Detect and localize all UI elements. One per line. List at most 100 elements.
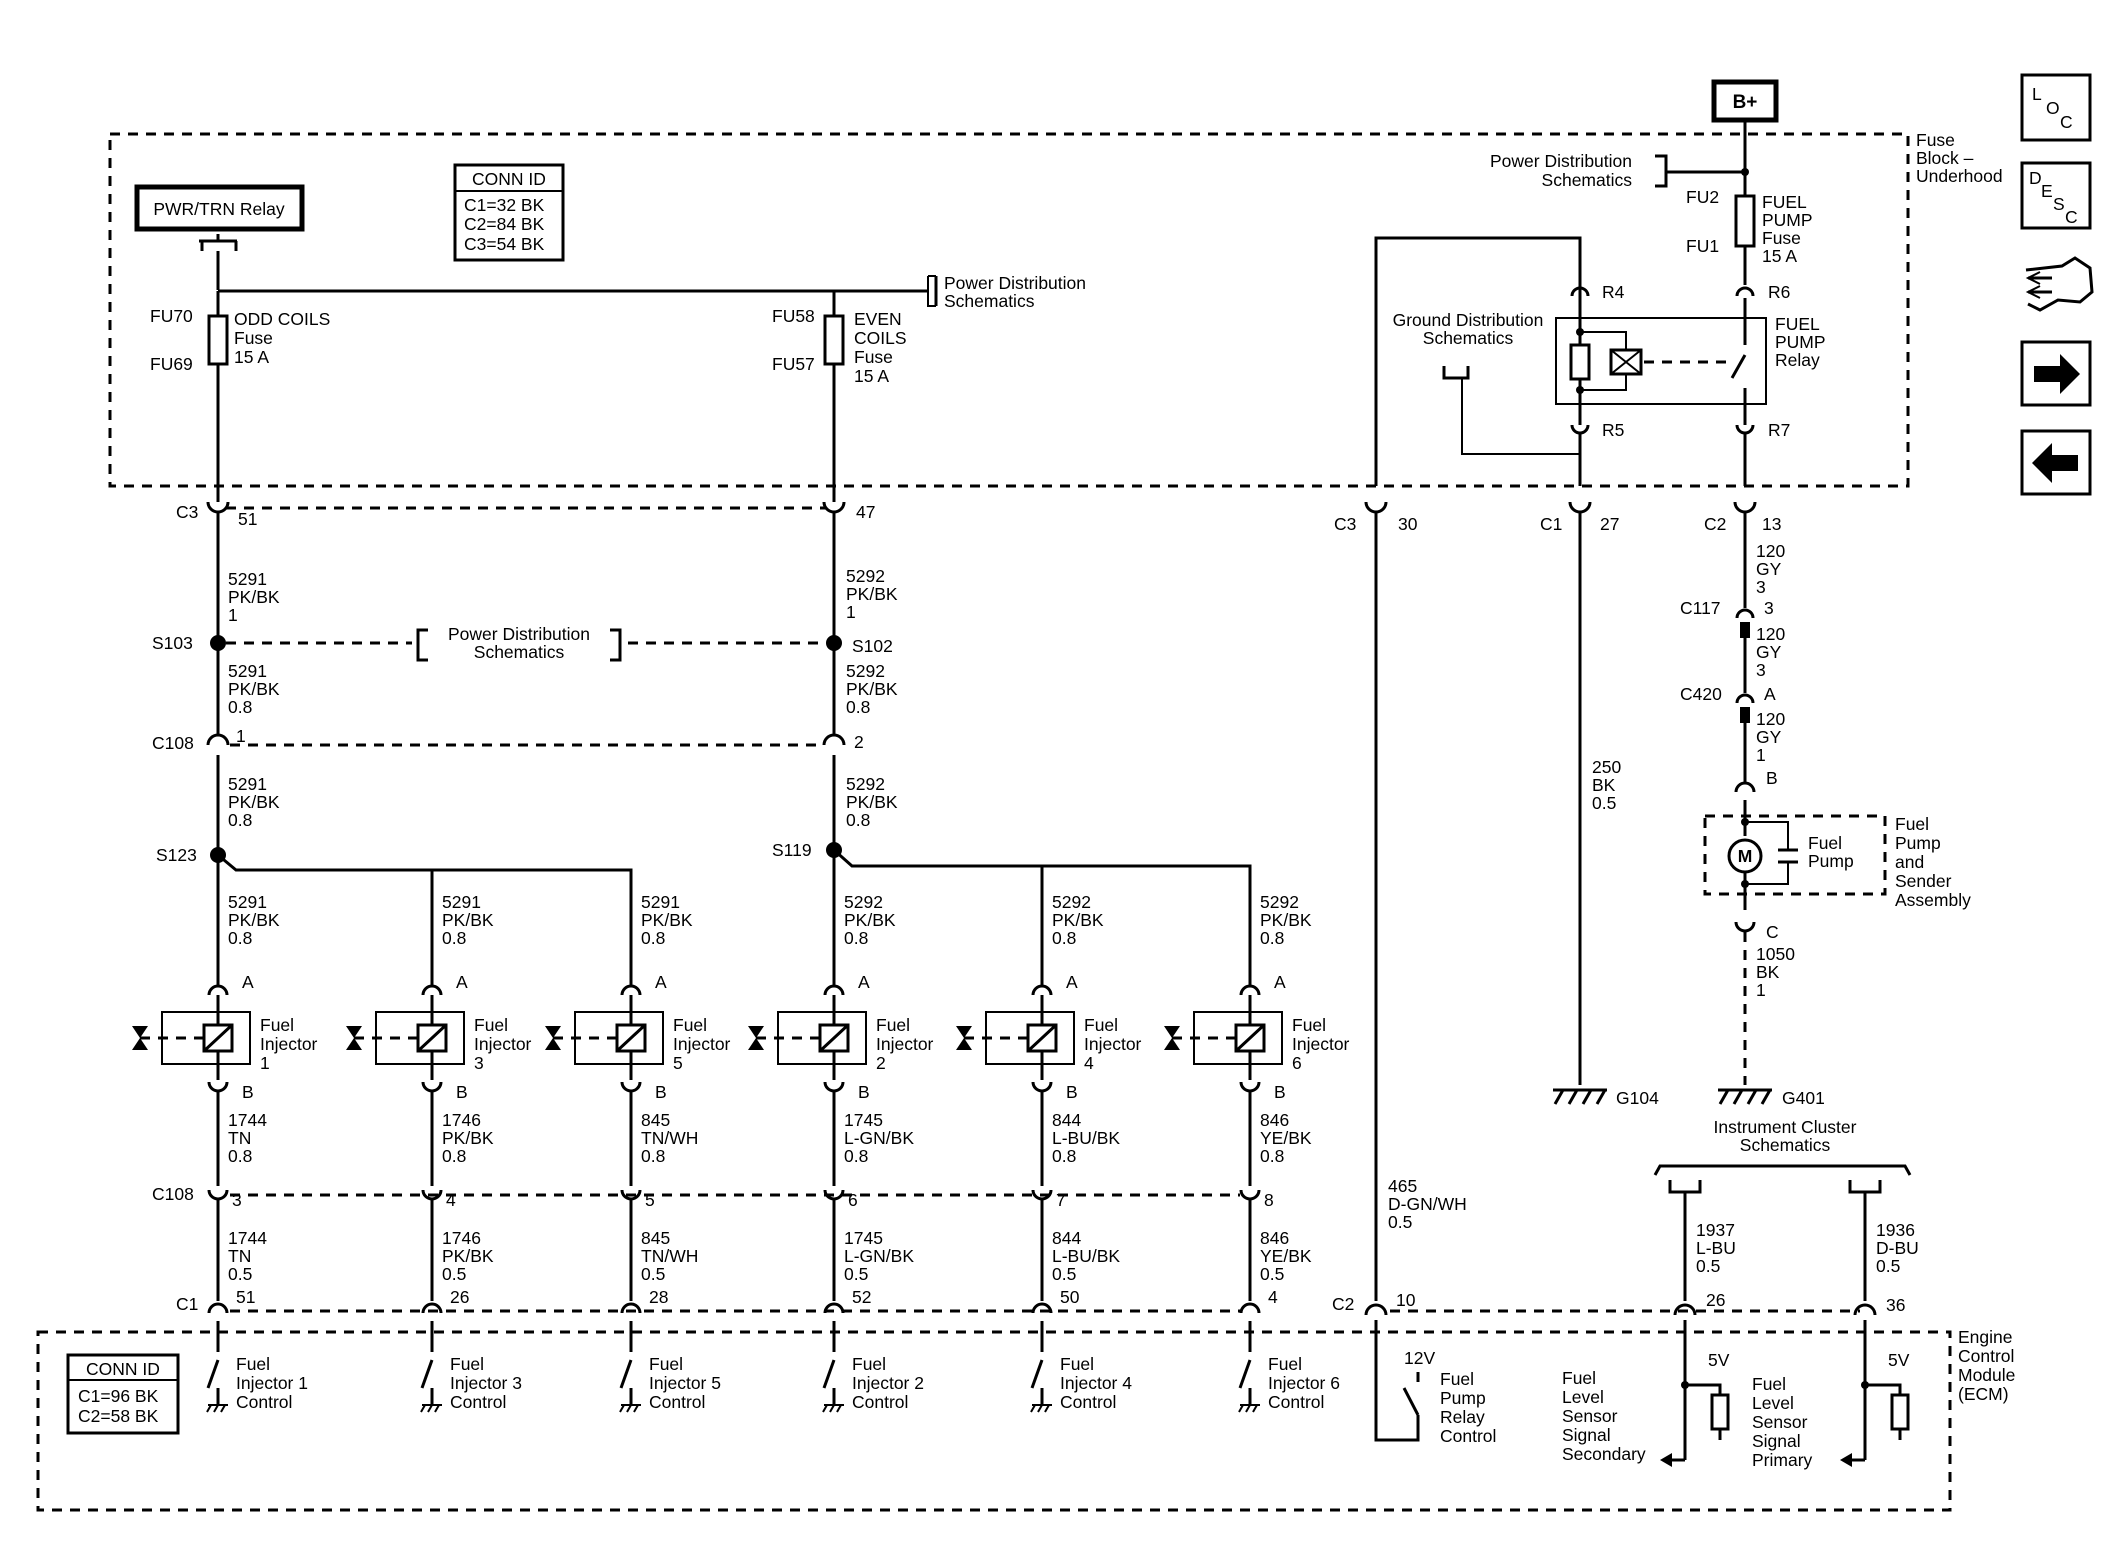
loc-letter-o: O (2046, 98, 2060, 118)
injector-6-pin-a-terminal (1239, 984, 1261, 996)
next-button[interactable] (2020, 340, 2092, 407)
c117-pin-3: 3 (1764, 598, 1774, 618)
w5292-08-f: 0.8 (846, 810, 870, 830)
w5291-08-d: 5291 (228, 774, 267, 794)
injector-5-label-2: Injector (673, 1034, 731, 1054)
injector-3-pin-b-terminal (421, 1081, 443, 1093)
power-dist-right-1: Power Distribution (1490, 151, 1632, 171)
fuel-pump-1: Fuel (1808, 833, 1842, 853)
r4-label: R4 (1602, 282, 1625, 302)
injector-1-upper-color: TN (228, 1128, 251, 1148)
injector-1-control-2: Injector 1 (236, 1373, 308, 1393)
connector-view-button[interactable] (2025, 256, 2094, 312)
injector-2-upper-size: 0.8 (844, 1146, 868, 1166)
fuel-pump-relay-3: Relay (1775, 350, 1820, 370)
injector-3-c108-pin: 4 (446, 1190, 456, 1210)
location-button[interactable]: L O C (2020, 73, 2092, 142)
injector-1-pin-b-terminal (207, 1081, 229, 1093)
injector-5-feed-circuit: 5291 (641, 892, 680, 912)
injector-4-control-2: Injector 4 (1060, 1373, 1132, 1393)
pump-pin-c: C (1766, 922, 1779, 942)
injector-2-valve-icon (748, 1026, 764, 1050)
w1050-a: 1050 (1756, 944, 1795, 964)
injector-1-pin-b: B (242, 1082, 254, 1102)
injector-column-6: 5292PK/BK0.8AFuelInjector6B846YE/BK0.888… (1164, 892, 1350, 1413)
injector-6-pin-b-terminal (1239, 1081, 1261, 1093)
odd-fuse-label-3: 15 A (234, 347, 269, 367)
injector-2-feed-circuit: 5292 (844, 892, 883, 912)
injector-1-control-3: Control (236, 1392, 292, 1412)
c1-pin-27: 27 (1600, 514, 1619, 534)
relay-ctrl-1: Fuel (1440, 1369, 1474, 1389)
v5-primary: 5V (1888, 1350, 1910, 1370)
injector-6-feed-circuit: 5292 (1260, 892, 1299, 912)
injector-3-pin-a-terminal (421, 984, 443, 996)
injector-2-pin-b: B (858, 1082, 870, 1102)
injector-1-c1-terminal (207, 1302, 229, 1314)
injector-2-lower-circuit: 1745 (844, 1228, 883, 1248)
injector-5-driver-switch (619, 1359, 633, 1389)
relay-ctrl-2: Pump (1440, 1388, 1486, 1408)
injector-3-valve-icon (346, 1026, 362, 1050)
injector-5-upper-color: TN/WH (641, 1128, 698, 1148)
injector-1-lower-size: 0.5 (228, 1264, 252, 1284)
fuel-pump-fuse-1: FUEL (1762, 192, 1807, 212)
c3-pin-47: 47 (856, 502, 875, 522)
desc-letter-c: C (2065, 207, 2078, 227)
w5291-08-a: 5291 (228, 661, 267, 681)
injector-3-upper-color: PK/BK (442, 1128, 494, 1148)
w1936-a: 1936 (1876, 1220, 1915, 1240)
injector-1-pin-a-terminal (207, 984, 229, 996)
injector-3-feed-size: 0.8 (442, 928, 466, 948)
fuse-block-underhood: Fuse Block – Underhood (108, 130, 2003, 488)
injector-1-label-2: Injector (260, 1034, 318, 1054)
injector-3-pin-a: A (456, 972, 468, 992)
injector-5-pin-a: A (655, 972, 667, 992)
injector-2-pin-a: A (858, 972, 870, 992)
injector-1-label-1: Fuel (260, 1015, 294, 1035)
connector-hand-icon (2025, 256, 2094, 312)
injector-3-c1-terminal (421, 1302, 443, 1314)
fu69-label: FU69 (150, 354, 193, 374)
loc-letter-c: C (2060, 112, 2073, 132)
injector-3-feed-circuit: 5291 (442, 892, 481, 912)
injector-4-c1-pin: 50 (1060, 1287, 1080, 1307)
injector-6-lower-color: YE/BK (1260, 1246, 1312, 1266)
relay-ctrl-4: Control (1440, 1426, 1496, 1446)
injector-4-pin-a-terminal (1031, 984, 1053, 996)
desc-letter-s: S (2053, 194, 2065, 214)
fuel-pump-feed: 120 GY 3 C117 3 120 GY 3 C420 A 120 GY 1… (1680, 512, 1971, 1108)
injector-4-number: 4 (1084, 1053, 1094, 1073)
c3-right-label: C3 (1334, 514, 1356, 534)
injector-1-feed-size: 0.8 (228, 928, 252, 948)
w120-3a-c: 3 (1756, 577, 1766, 597)
ground-dist-2: Schematics (1423, 328, 1514, 348)
injector-5-pin-b-terminal (620, 1081, 642, 1093)
w120-1-a: 120 (1756, 709, 1785, 729)
even-fuse-label-1: EVEN (854, 309, 902, 329)
w250-a: 250 (1592, 757, 1621, 777)
injector-column-4: 5292PK/BK0.8AFuelInjector4B844L-BU/BK0.8… (956, 892, 1142, 1413)
injector-1-valve-icon (132, 1026, 148, 1050)
injector-3-driver-switch (420, 1359, 434, 1389)
r7-label: R7 (1768, 420, 1790, 440)
injector-2-label-2: Injector (876, 1034, 934, 1054)
secondary-3: Sensor (1562, 1406, 1618, 1426)
c3-pin-51: 51 (238, 509, 257, 529)
injector-3-control-2: Injector 3 (450, 1373, 522, 1393)
previous-button[interactable] (2020, 429, 2092, 496)
primary-5: Primary (1752, 1450, 1813, 1470)
v12-label: 12V (1404, 1348, 1435, 1368)
injector-3-upper-circuit: 1746 (442, 1110, 481, 1130)
injector-6-control-1: Fuel (1268, 1354, 1302, 1374)
w5291-1-b: PK/BK (228, 587, 280, 607)
w1937-b: L-BU (1696, 1238, 1736, 1258)
injector-1-c1-pin: 51 (236, 1287, 255, 1307)
primary-1: Fuel (1752, 1374, 1786, 1394)
injector-5-pin-b: B (655, 1082, 667, 1102)
injector-6-c108-pin: 8 (1264, 1190, 1274, 1210)
w465-b: D-GN/WH (1388, 1194, 1467, 1214)
description-button[interactable]: D E S C (2020, 161, 2092, 230)
g104-label: G104 (1616, 1088, 1659, 1108)
fuel-pump-fuse-4: 15 A (1762, 246, 1797, 266)
